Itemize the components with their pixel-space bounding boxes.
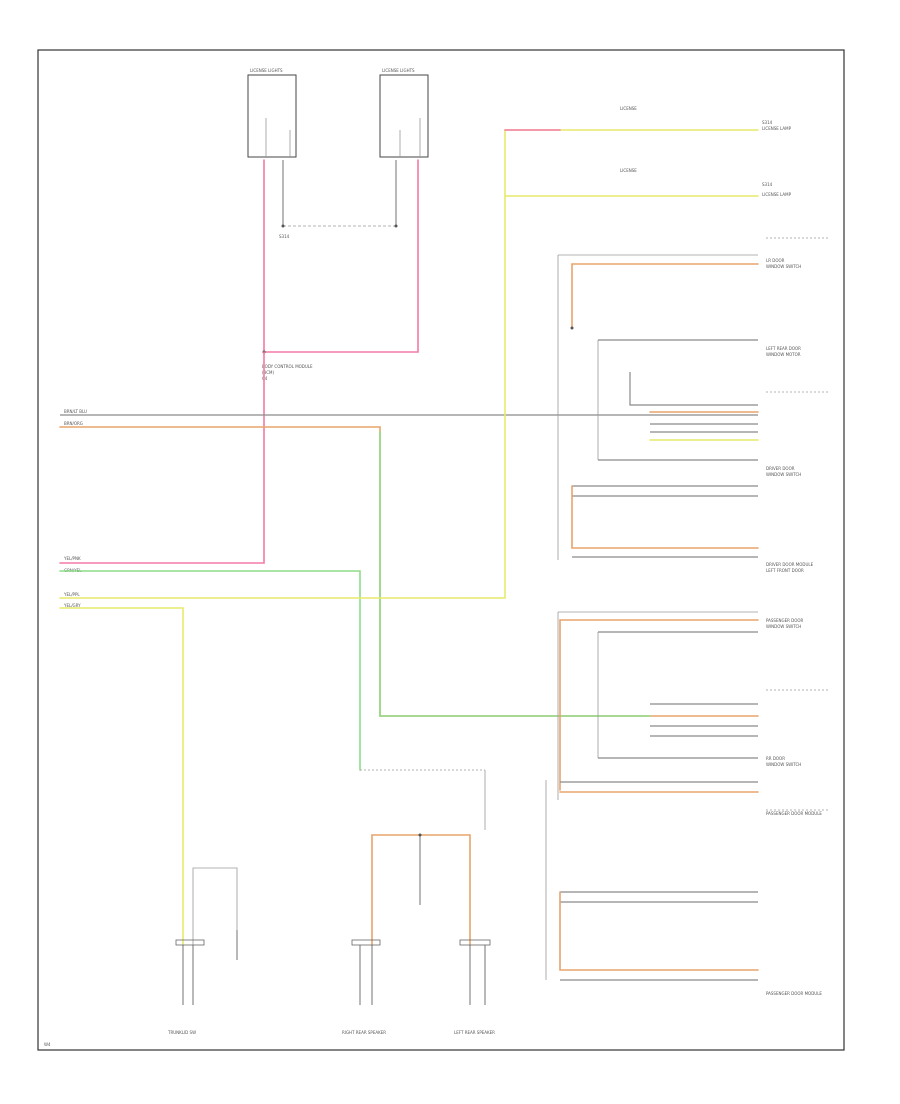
license-lamp-left-label: LICENSE LIGHTS [250,68,283,73]
svg-text:LICENSE LAMP: LICENSE LAMP [762,126,792,131]
svg-text:S314: S314 [762,182,773,187]
splice-top: S314 [279,234,290,239]
rg1-label-4: WINDOW MOTOR [766,352,801,357]
rg1-label-2: WINDOW SWITCH [766,264,801,269]
rg2-label-5: PASSENGER DOOR MODULE [766,811,822,816]
bottom-label-2: RIGHT REAR SPEAKER [342,1030,386,1035]
license-lamp-left: LICENSE LIGHTS [247,68,297,158]
rg2-label-6: PASSENGER DOOR MODULE [766,991,822,996]
rg1-label-6: WINDOW SWITCH [766,472,801,477]
rear-speaker-feed [359,769,486,1005]
svg-text:LICENSE: LICENSE [620,106,637,111]
left-edge-label-6: YEL/GRY [63,603,81,608]
driver-door-group: LR DOOR WINDOW SWITCH LEFT REAR DOOR WIN… [557,237,830,573]
trunk-switch [182,867,238,1005]
license-lamp-right: LICENSE LIGHTS [379,68,429,158]
diagram-frame [37,49,845,1051]
rg2-label-2: WINDOW SWITCH [766,624,801,629]
bottom-label-1: TRUNKLID SW [167,1030,196,1035]
corner-mark: W4 [44,1042,51,1047]
svg-text:LICENSE: LICENSE [620,168,637,173]
left-edge-label-5: YEL/PPL [63,592,80,597]
rg1-label-1: LR DOOR [766,258,785,263]
left-edge-label-2: BRN/ORG [64,421,83,426]
left-edge-label-1: BRN/LT BLU [64,409,87,414]
left-connector-column: BRN/LT BLU BRN/ORG YEL/PNK GRN/YEL YEL/P… [63,409,87,608]
svg-text:S314: S314 [762,120,773,125]
connector-ticks [175,939,491,946]
bottom-label-3: LEFT REAR SPEAKER [454,1030,495,1035]
bcm-note-1: BODY CONTROL MODULE [262,364,313,369]
rg1-label-7: DRIVER DOOR MODULE [766,562,814,567]
rear-module-group [545,780,759,981]
svg-text:LICENSE LAMP: LICENSE LAMP [762,192,792,197]
rg2-label-4: WINDOW SWITCH [766,762,801,767]
rg2-label-3: RR DOOR [766,756,785,761]
rg1-label-3: LEFT REAR DOOR [766,346,801,351]
left-edge-label-3: YEL/PNK [63,556,81,561]
license-lamp-right-label: LICENSE LIGHTS [382,68,415,73]
bcm-note-2: (BCM) [262,370,274,375]
rg2-label-1: PASSENGER DOOR [766,618,804,623]
rg1-label-8: LEFT FRONT DOOR [766,568,804,573]
passenger-door-group: PASSENGER DOOR WINDOW SWITCH RR DOOR WIN… [557,611,830,996]
bcm-note-3: C4 [262,376,268,381]
rg1-label-5: DRIVER DOOR [766,466,795,471]
